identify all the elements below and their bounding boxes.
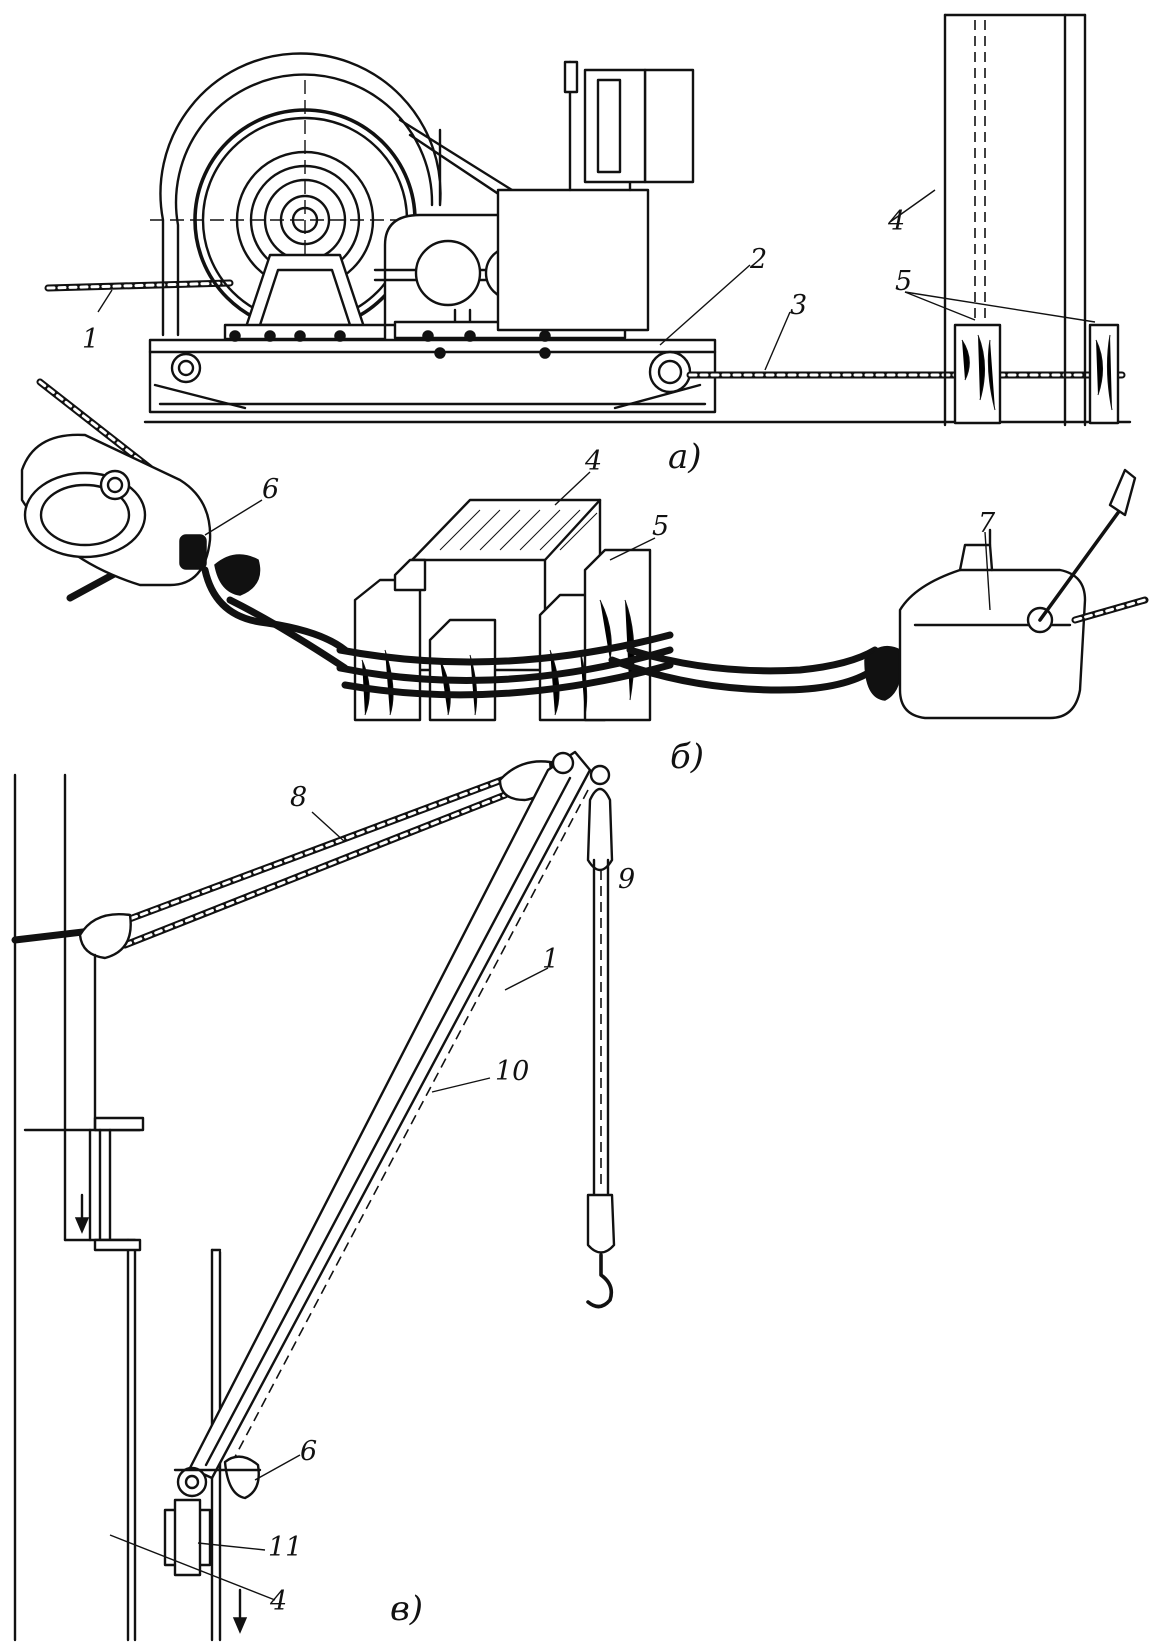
wall-bracket (23, 1116, 145, 1252)
label-v-8: 8 (290, 782, 307, 813)
panel-a-winch-assembly: 1 2 3 4 5 а) (44, 13, 1132, 477)
panel-v-leaders (109, 811, 549, 1601)
down-arrow-bottom (232, 1588, 248, 1634)
electric-motor (496, 60, 695, 332)
base-bolts (229, 330, 551, 359)
tackle-9 (586, 787, 616, 1309)
label-v-1: 1 (542, 944, 559, 975)
label-a-1: 1 (82, 324, 99, 355)
pivot-11 (163, 1466, 212, 1577)
column-4 (943, 13, 1087, 427)
sheave-6 (173, 1455, 262, 1500)
label-v-6: 6 (300, 1436, 317, 1467)
sling-left (201, 554, 349, 672)
label-v-4: 4 (269, 1586, 287, 1617)
boom-1 (188, 750, 611, 1480)
label-b-7: 7 (978, 508, 996, 539)
stay-rope-8 (11, 758, 564, 1242)
winch-frame-2 (148, 338, 717, 414)
caption-v: в) (390, 1589, 423, 1629)
panel-a-leaders (97, 189, 1096, 371)
panel-b-anchor: 4 5 6 7 б) (20, 378, 1149, 777)
label-a-4: 4 (887, 206, 905, 237)
wooden-block-5b (1088, 323, 1120, 425)
label-a-3: 3 (790, 290, 807, 321)
label-b-6: 6 (262, 474, 279, 505)
label-v-10: 10 (495, 1056, 529, 1087)
label-a-5: 5 (895, 266, 912, 297)
panel-v-boom: 8 9 1 10 6 11 4 в) (11, 750, 635, 1642)
label-v-11: 11 (268, 1532, 302, 1563)
sling-wraps (336, 631, 879, 699)
label-v-9: 9 (618, 864, 635, 895)
label-a-2: 2 (749, 244, 767, 275)
pulley-block-6 (20, 433, 212, 587)
rope-10 (227, 789, 589, 1471)
winch-drum (150, 52, 602, 341)
wooden-block-5a (953, 323, 1002, 425)
panel-b-leaders (204, 471, 991, 611)
rope-1 (44, 279, 234, 292)
caption-b: б) (670, 737, 704, 777)
label-b-4: 4 (584, 446, 602, 477)
caption-a: а) (668, 437, 702, 477)
hand-hoist-7 (864, 468, 1149, 720)
label-b-5: 5 (652, 511, 669, 542)
